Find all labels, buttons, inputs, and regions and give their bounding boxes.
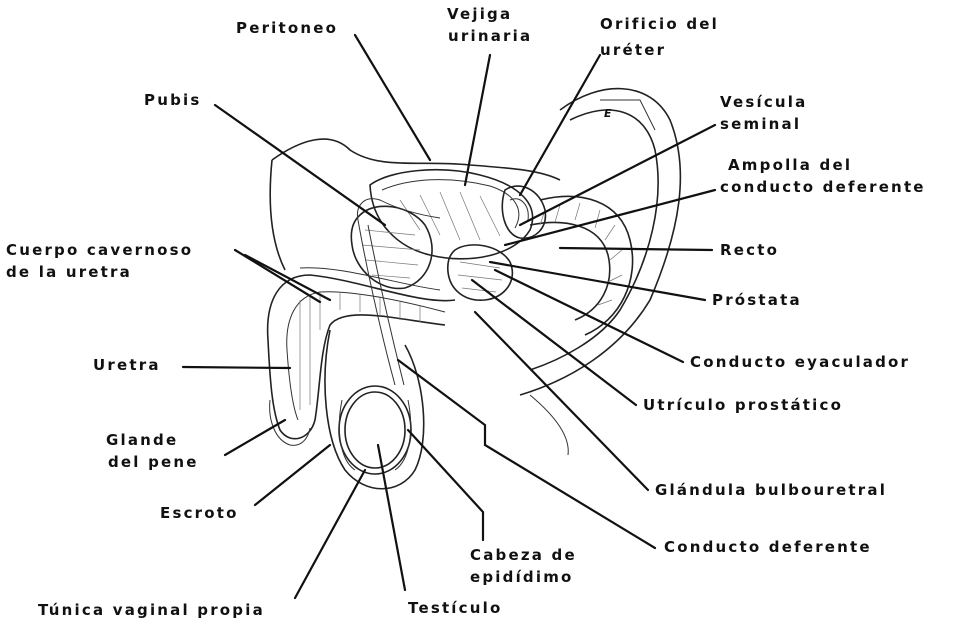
leader-uretra	[183, 367, 290, 368]
label-peritoneo: Peritoneo	[236, 18, 338, 38]
leader-orificio	[520, 55, 600, 195]
leader-escroto	[255, 445, 330, 505]
label-glande-line1: Glande	[106, 430, 178, 450]
label-vejiga-line1: Vejiga	[447, 4, 512, 24]
corner-mark: E	[604, 104, 612, 124]
label-glande-line2: del pene	[108, 452, 199, 472]
label-conducto-deferente: Conducto deferente	[664, 537, 872, 557]
leader-glandula	[475, 312, 648, 490]
label-cuerpo-line2: de la uretra	[6, 262, 132, 282]
label-glandula: Glándula bulbouretral	[655, 480, 887, 500]
label-uretra: Uretra	[93, 355, 161, 375]
leader-cuerpo-2	[245, 255, 330, 300]
scrotum	[325, 330, 424, 489]
label-vesicula-line2: seminal	[720, 114, 801, 134]
leader-lines	[183, 35, 715, 598]
vas-deferens	[357, 199, 440, 385]
label-cabeza-line2: epidídimo	[470, 567, 574, 587]
leader-cuerpo-1	[235, 250, 320, 302]
leader-cabeza	[408, 430, 483, 540]
label-ampolla-line2: conducto deferente	[720, 177, 926, 197]
leader-testiculo	[378, 445, 405, 590]
label-conducto-eyaculador: Conducto eyaculador	[690, 352, 910, 372]
label-cabeza-line1: Cabeza de	[470, 545, 577, 565]
bladder	[370, 170, 533, 259]
leader-prostata	[490, 262, 705, 300]
label-ampolla-line1: Ampolla del	[728, 155, 852, 175]
leader-peritoneo	[355, 35, 430, 160]
label-orificio-line2: uréter	[600, 40, 666, 60]
leader-glande	[225, 420, 285, 455]
leader-deferente	[398, 360, 655, 548]
penis	[268, 268, 455, 446]
leader-tunica	[295, 470, 365, 598]
label-cuerpo-line1: Cuerpo cavernoso	[6, 240, 193, 260]
label-prostata: Próstata	[712, 290, 802, 310]
label-pubis: Pubis	[144, 90, 201, 110]
body-outline	[270, 89, 680, 455]
leader-recto	[560, 248, 712, 250]
leader-eyaculador	[495, 270, 683, 362]
seminal-vesicle	[502, 186, 545, 238]
label-recto: Recto	[720, 240, 779, 260]
label-testiculo: Testículo	[408, 598, 502, 618]
label-orificio-line1: Orificio del	[600, 14, 719, 34]
label-vejiga-line2: urinaria	[448, 26, 532, 46]
leader-pubis	[215, 105, 385, 225]
label-vesicula-line1: Vesícula	[720, 92, 807, 112]
label-tunica: Túnica vaginal propia	[38, 600, 265, 620]
label-escroto: Escroto	[160, 503, 239, 523]
label-utriculo: Utrículo prostático	[643, 395, 843, 415]
